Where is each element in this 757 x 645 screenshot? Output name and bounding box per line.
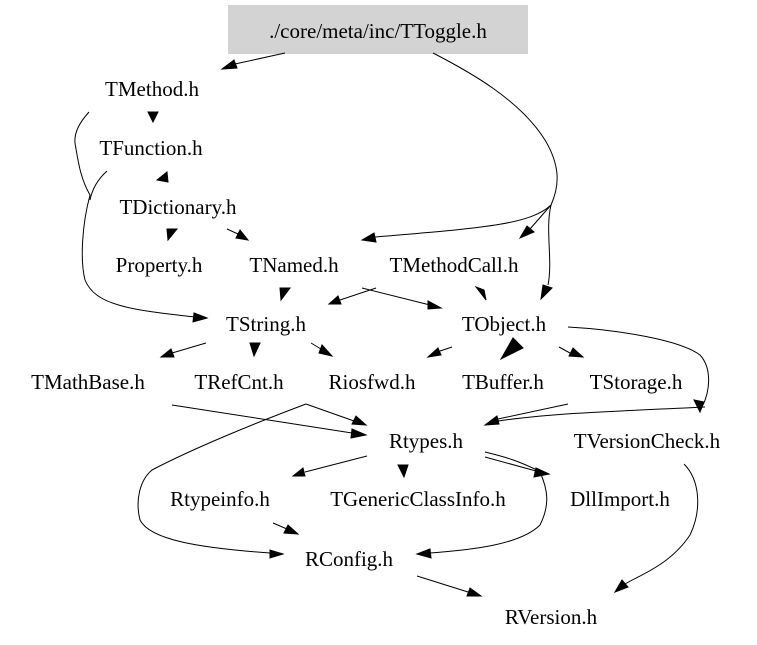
arrowhead-icon — [291, 467, 306, 477]
arrowhead-icon — [613, 579, 629, 593]
arrowhead-icon — [483, 415, 500, 426]
node-rconfig[interactable]: RConfig.h — [305, 547, 394, 571]
edge-tstorage-rtypes — [497, 403, 569, 420]
arrowhead-icon — [235, 229, 250, 241]
arrowhead-icon — [350, 428, 368, 439]
arrowhead-icon — [249, 342, 261, 358]
edge-rtypes-rtypeinfo — [304, 455, 368, 473]
node-property[interactable]: Property.h — [116, 253, 203, 277]
edge-tmethod-tstring — [74, 111, 196, 318]
edge-tobject-tversioncheck — [567, 326, 710, 406]
edge-ttoggle-trunk — [432, 52, 558, 206]
edge-rtypeinfo-rconfig — [272, 522, 288, 530]
arrowhead-icon — [318, 344, 334, 357]
node-rversion[interactable]: RVersion.h — [505, 605, 598, 629]
node-tmethodcall[interactable]: TMethodCall.h — [390, 253, 519, 277]
edge-riosfwd-rconfig — [137, 403, 307, 554]
edge-ttoggle-tobject — [547, 204, 552, 286]
node-trefcnt[interactable]: TRefCnt.h — [194, 370, 284, 394]
edge-rtypes-dllimport-1 — [484, 451, 538, 471]
arrowhead-icon — [693, 399, 705, 414]
arrowhead-icon — [351, 415, 368, 426]
node-riosfwd[interactable]: Riosfwd.h — [329, 370, 416, 394]
edge-riosfwd-rtypes — [305, 403, 355, 422]
arrowhead-icon — [415, 548, 432, 559]
node-tstorage[interactable]: TStorage.h — [590, 370, 683, 394]
edge-rtypes-rconfig — [429, 471, 548, 554]
edge-rtypes-dllimport-2 — [484, 456, 537, 472]
arrowhead-icon — [397, 464, 409, 479]
nodes: ./core/meta/inc/TToggle.h TMethod.h TFun… — [31, 19, 721, 629]
arrowhead-icon — [518, 225, 535, 240]
arrowhead-icon — [568, 347, 585, 358]
edge-tstring-tmathbase — [171, 342, 207, 354]
arrowhead-icon — [147, 111, 159, 124]
arrowhead-icon — [474, 285, 487, 301]
node-rtypeinfo[interactable]: Rtypeinfo.h — [170, 487, 270, 511]
root-node-box — [228, 5, 528, 54]
node-dllimport[interactable]: DllImport.h — [570, 487, 670, 511]
edges — [74, 52, 710, 597]
edge-rconfig-rversion — [416, 575, 469, 593]
arrowhead-icon — [220, 59, 238, 70]
arrowhead-icon — [499, 337, 524, 361]
arrowhead-icon — [192, 312, 209, 323]
node-tdictionary[interactable]: TDictionary.h — [119, 195, 237, 219]
edge-ttoggle-tnamed — [374, 204, 552, 238]
arrowhead-icon — [279, 287, 291, 302]
node-tversioncheck[interactable]: TVersionCheck.h — [574, 429, 721, 453]
node-tgenericclassinfo[interactable]: TGenericClassInfo.h — [330, 487, 506, 511]
arrowhead-icon — [427, 300, 443, 310]
edge-tstring-riosfwd — [310, 342, 322, 350]
node-tfunction[interactable]: TFunction.h — [99, 136, 203, 160]
node-tmathbase[interactable]: TMathBase.h — [31, 370, 145, 394]
edge-tfunction-tstring — [89, 170, 108, 201]
edge-tdictionary-tnamed — [226, 228, 239, 235]
edge-tobject-tstorage — [558, 346, 571, 354]
arrowhead-icon — [360, 232, 377, 243]
node-tobject[interactable]: TObject.h — [462, 312, 547, 336]
arrowhead-icon — [327, 295, 342, 305]
node-tmethod[interactable]: TMethod.h — [105, 77, 199, 101]
node-ttoggle[interactable]: ./core/meta/inc/TToggle.h — [269, 19, 487, 43]
edge-tnamed-tobject — [361, 287, 431, 306]
node-tbuffer[interactable]: TBuffer.h — [462, 370, 544, 394]
node-tstring[interactable]: TString.h — [226, 312, 306, 336]
edge-tobject-riosfwd — [439, 346, 453, 352]
arrowhead-icon — [166, 228, 179, 242]
arrowhead-icon — [159, 348, 175, 358]
arrowhead-icon — [426, 347, 442, 358]
edge-tversioncheck-rversion — [624, 463, 699, 585]
edge-ttoggle-tmethodcall — [529, 204, 552, 230]
edge-ttoggle-tmethod — [234, 52, 286, 65]
arrowhead-icon — [283, 524, 300, 535]
node-rtypes[interactable]: Rtypes.h — [389, 429, 464, 453]
edge-tmathbase-rtypes — [171, 404, 353, 434]
arrowhead-icon — [155, 171, 169, 183]
arrowhead-icon — [540, 284, 553, 301]
edge-tobject-rtypes — [497, 406, 706, 422]
node-tnamed[interactable]: TNamed.h — [249, 253, 339, 277]
arrowhead-icon — [269, 549, 285, 559]
arrowhead-icon — [466, 587, 483, 597]
